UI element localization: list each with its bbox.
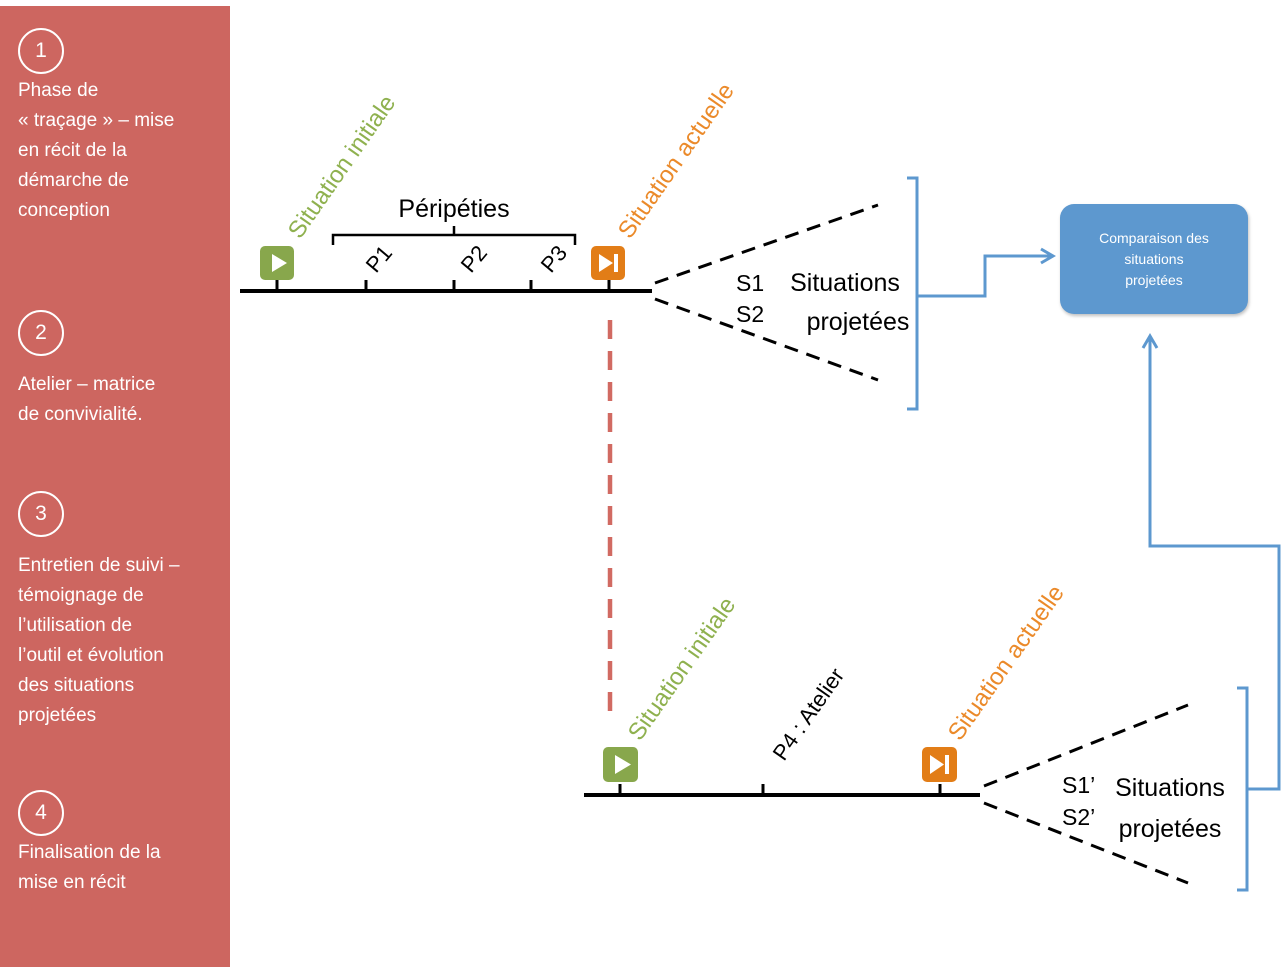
step-1-number: 1 — [18, 28, 64, 74]
step-3-text: Entretien de suivi – témoignage de l’uti… — [18, 555, 180, 726]
comparison-label: Comparaison des situations projetées — [1099, 229, 1209, 288]
top-scenario-s2: S2 — [736, 301, 764, 327]
event-p1: P1 — [361, 241, 397, 278]
peripeties-label: Péripéties — [398, 195, 509, 223]
top-end-label: Situation actuelle — [613, 78, 740, 243]
top-start-label: Situation initiale — [283, 90, 402, 243]
top-projection-bracket — [907, 176, 919, 411]
step-1: 1 Phase de « traçage » – mise en récit d… — [18, 28, 218, 226]
step-4-number: 4 — [18, 790, 64, 836]
top-scenario-s1: S1 — [736, 270, 764, 296]
bottom-start-label: Situation initiale — [623, 592, 742, 745]
peripeties-bracket — [331, 226, 577, 245]
bottom-projection-bracket — [1237, 686, 1249, 892]
comparison-box: Comparaison des situations projetées — [1060, 204, 1248, 314]
bottom-timeline: Situation initiale Situation actuelle P4… — [584, 580, 1249, 892]
bottom-end-label: Situation actuelle — [943, 580, 1070, 745]
skip-end-icon — [922, 747, 957, 782]
bottom-scenario-s1: S1’ — [1062, 772, 1095, 798]
top-projected-line2: projetées — [807, 308, 910, 336]
event-p3: P3 — [536, 241, 572, 278]
step-2: 2 Atelier – matrice de convivialité. — [18, 310, 218, 430]
skip-end-icon — [591, 246, 625, 280]
bottom-projected-line1: Situations — [1115, 774, 1225, 802]
top-projection-lower — [654, 297, 879, 382]
step-3-number: 3 — [18, 491, 64, 537]
bottom-scenario-s2: S2’ — [1062, 804, 1095, 830]
play-icon — [603, 747, 638, 782]
step-2-text: Atelier – matrice de convivialité. — [18, 374, 156, 425]
bottom-projection-upper — [983, 703, 1189, 788]
step-1-text: Phase de « traçage » – mise en récit de … — [18, 80, 175, 221]
step-2-number: 2 — [18, 310, 64, 356]
bottom-projected-line2: projetées — [1119, 815, 1222, 843]
top-projection-upper — [654, 203, 879, 285]
step-4-text: Finalisation de la mise en récit — [18, 842, 161, 893]
play-icon — [260, 246, 294, 280]
top-timeline: Situation initiale Situation actuelle Pé… — [240, 78, 919, 411]
step-4: 4 Finalisation de la mise en récit — [18, 790, 218, 898]
top-projected-line1: Situations — [790, 269, 900, 297]
event-p2: P2 — [456, 241, 492, 278]
step-3: 3 Entretien de suivi – témoignage de l’u… — [18, 491, 218, 731]
bottom-projection-lower — [983, 801, 1189, 885]
bottom-to-comparison-arrow — [1141, 333, 1281, 791]
process-steps-panel: 1 Phase de « traçage » – mise en récit d… — [0, 6, 230, 967]
event-p4: P4 : Atelier — [768, 663, 850, 764]
top-to-comparison-arrow — [917, 247, 1056, 298]
